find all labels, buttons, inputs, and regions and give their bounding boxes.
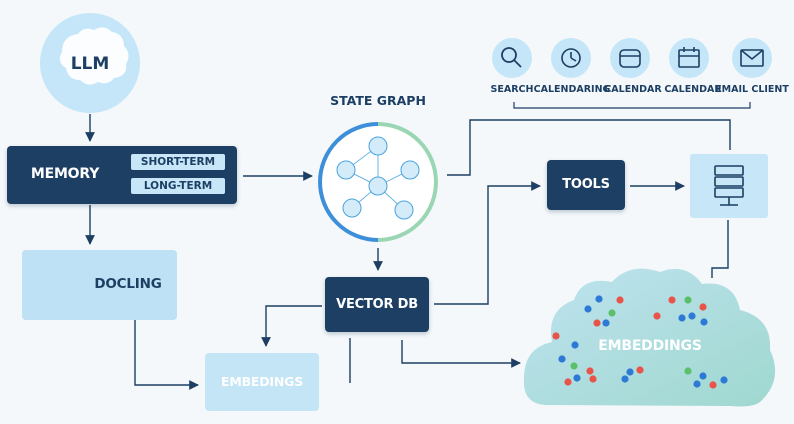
cloud-dots — [552, 295, 728, 389]
embedding-dot — [720, 376, 728, 384]
embedding-dot — [571, 341, 579, 349]
arrow-vectordb-to-cloud — [401, 340, 521, 368]
embedding-dot — [653, 312, 661, 320]
calendar-icon — [678, 47, 700, 68]
embedding-dot — [595, 295, 603, 303]
arrow-docling-to-embedings — [134, 320, 199, 390]
llm-label: LLM — [71, 54, 110, 74]
embedding-dot — [608, 309, 616, 317]
embedding-dot — [593, 319, 601, 327]
docling-box — [22, 250, 177, 320]
tools-icon-row — [492, 38, 772, 78]
embedding-dot — [602, 319, 610, 327]
embedding-dot — [699, 303, 707, 311]
arrow-vectordb-to-embedings — [261, 305, 322, 347]
arrow-server-to-cloud — [711, 220, 729, 278]
connectors — [85, 102, 751, 390]
docling-label: DOCLING — [94, 276, 162, 292]
tool-label-email-client: EMAIL CLIENT — [715, 84, 789, 95]
tool-label-calendaring: CALENDARING — [533, 84, 611, 95]
embedding-dot — [621, 375, 629, 383]
embedding-dot — [573, 374, 581, 382]
embedding-dot — [552, 332, 560, 340]
embedding-dot — [684, 296, 692, 304]
embedding-dot — [688, 312, 696, 320]
tools-bracket — [513, 102, 751, 109]
tool-label-search: SEARCH — [490, 84, 534, 95]
short-term-pill: SHORT-TERM — [131, 154, 225, 170]
embedding-dot — [584, 305, 592, 313]
embeddings-cloud — [523, 268, 776, 407]
magnifier-icon — [501, 47, 522, 68]
embedding-dot — [589, 375, 597, 383]
embedding-dot — [668, 296, 676, 304]
clock-icon — [561, 48, 581, 68]
llm-node: LLM — [40, 13, 140, 113]
tools-label: TOOLS — [562, 177, 610, 192]
long-term-pill: LONG-TERM — [131, 178, 225, 194]
embedding-dot — [693, 380, 701, 388]
state-graph-node: STATE GRAPH — [318, 93, 438, 242]
vector-db-box — [325, 277, 429, 332]
graph-node-icons — [336, 136, 420, 220]
embedding-dot — [636, 366, 644, 374]
envelope-icon — [740, 49, 764, 67]
tools-box — [547, 160, 625, 210]
embedding-dot — [570, 362, 578, 370]
tool-label-calendar-2: CALENDAR — [664, 84, 722, 95]
embedding-dot — [678, 314, 686, 322]
server-node — [690, 154, 768, 218]
server-icon — [714, 165, 744, 206]
embedding-dot — [700, 318, 708, 326]
embedding-dot — [586, 367, 594, 375]
embedding-dot — [616, 296, 624, 304]
embedding-dot — [564, 378, 572, 386]
memory-label: MEMORY — [30, 166, 100, 182]
arrow-stategraph-to-toolbar — [447, 119, 731, 176]
brain-icon — [59, 27, 129, 85]
calendar-grid-icon — [619, 49, 641, 68]
embedings-box — [205, 353, 319, 411]
embeddings-cloud-label: EMBEDDINGS — [598, 338, 702, 354]
embedding-dot — [684, 367, 692, 375]
embedding-dot — [558, 355, 566, 363]
embedding-dot — [699, 372, 707, 380]
vector-db-label: VECTOR DB — [336, 297, 418, 312]
arrow-vectordb-to-tools — [434, 181, 541, 305]
state-graph-title: STATE GRAPH — [330, 93, 426, 108]
tool-label-calendar-1: CALENDAR — [604, 84, 662, 95]
embedding-dot — [709, 381, 717, 389]
embedings-label: EMBEDINGS — [221, 374, 303, 389]
embedding-dot — [626, 368, 634, 376]
